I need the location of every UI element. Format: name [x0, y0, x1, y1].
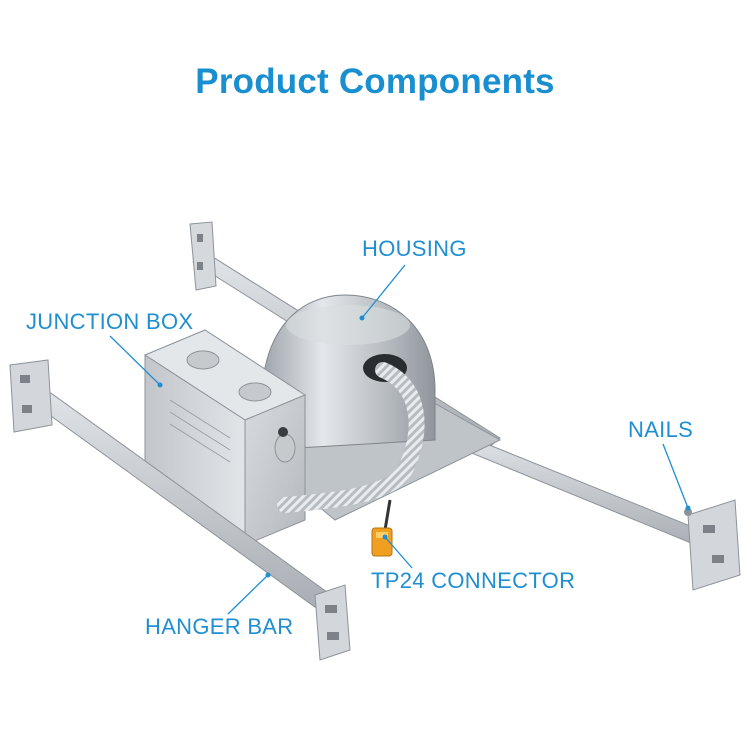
front-hanger-bar [9, 359, 351, 661]
callout-dots [157, 315, 691, 578]
tp24-connector [371, 499, 393, 557]
flexible-conduit [277, 362, 425, 513]
nails-label: NAILS [628, 417, 694, 442]
tp24-connector-label: TP24 CONNECTOR [371, 568, 576, 593]
right-hanger-bar [439, 429, 741, 591]
callout-lines [109, 264, 689, 615]
junction-box-label: JUNCTION BOX [26, 309, 194, 334]
hanger-bar-label: HANGER BAR [145, 614, 294, 639]
housing-label: HOUSING [362, 236, 467, 261]
page-title: Product Components [195, 62, 555, 101]
